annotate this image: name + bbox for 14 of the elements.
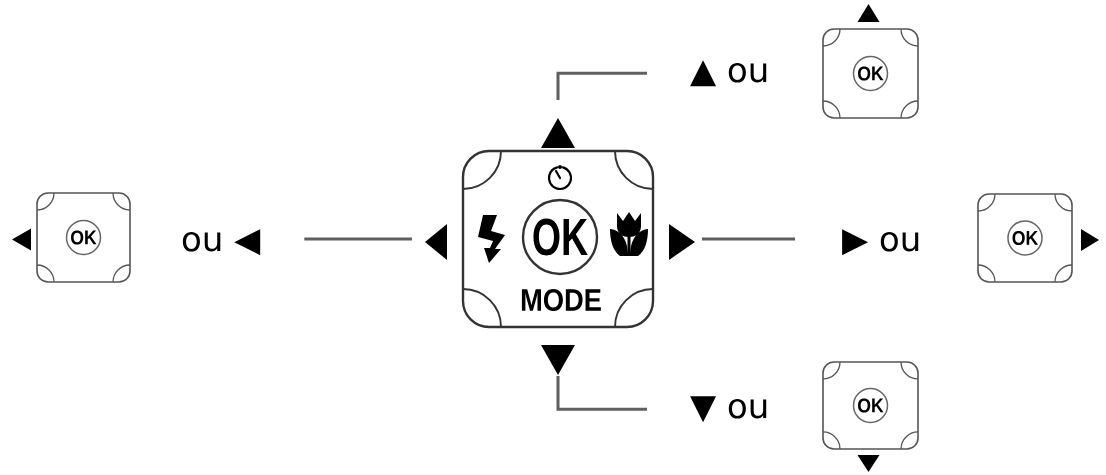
- connector-line: [556, 71, 647, 100]
- key-hint: ▶ ou: [842, 229, 919, 256]
- connector-line: [556, 376, 647, 411]
- ok-button: OK: [1007, 220, 1043, 256]
- key-hint: ▲ ou: [690, 60, 767, 87]
- key-hint: ou ◀: [182, 229, 261, 256]
- connector-line: [702, 237, 795, 241]
- ok-button: OK: [521, 198, 599, 276]
- ok-button: OK: [65, 219, 102, 256]
- mode-label: MODE: [521, 289, 601, 311]
- connector-line: [304, 237, 412, 241]
- ok-button: OK: [852, 387, 889, 424]
- ok-button: OK: [852, 55, 889, 92]
- key-hint: ▼ ou: [690, 396, 767, 423]
